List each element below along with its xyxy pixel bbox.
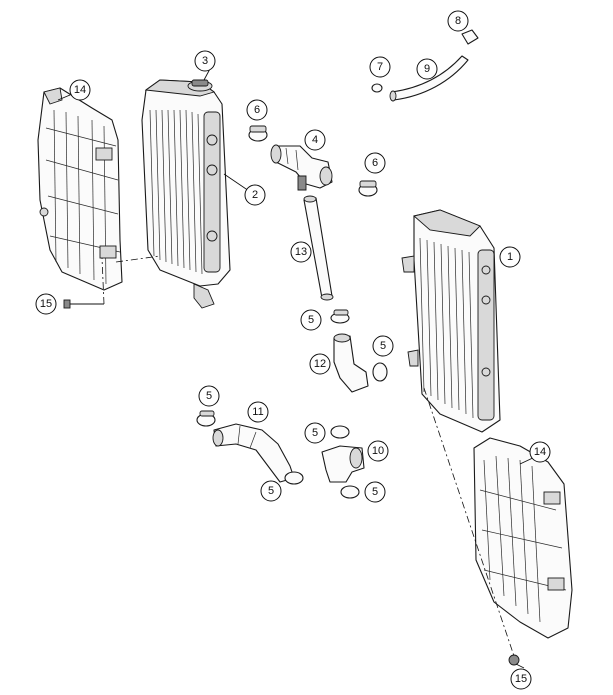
callout-4-label: 4: [312, 134, 318, 146]
coolant-hose-11: [212, 423, 295, 483]
coolant-hose-10: [321, 445, 365, 483]
callout-5f: 5: [364, 481, 386, 503]
callout-5c: 5: [198, 385, 220, 407]
callout-5b: 5: [372, 335, 394, 357]
callout-5f-label: 5: [372, 486, 378, 498]
screw-15-right: [508, 654, 520, 666]
callout-15b: 15: [510, 668, 532, 690]
right-radiator-guard: [473, 437, 573, 639]
callout-6b-label: 6: [372, 157, 378, 169]
callout-14b: 14: [529, 441, 551, 463]
breather-hose: [389, 55, 469, 102]
left-radiator: [141, 79, 231, 309]
callout-15a: 15: [35, 293, 57, 315]
callout-15a-label: 15: [40, 298, 52, 310]
callout-5c-label: 5: [206, 390, 212, 402]
callout-2: 2: [244, 184, 266, 206]
callout-1: 1: [499, 246, 521, 268]
coolant-hose-12: [333, 333, 369, 393]
callout-15b-label: 15: [515, 673, 527, 685]
right-radiator: [401, 209, 501, 433]
callout-13: 13: [290, 241, 312, 263]
thermostat-housing: [270, 144, 333, 191]
callout-2-label: 2: [252, 189, 258, 201]
hose-clamp-6-right: [358, 180, 378, 197]
callout-7-label: 7: [377, 61, 383, 73]
callout-1-label: 1: [507, 251, 513, 263]
hose-clamp-5-lower: [340, 485, 360, 499]
callout-5d: 5: [304, 422, 326, 444]
coolant-pipe: [303, 195, 334, 301]
callout-13-label: 13: [295, 246, 307, 258]
callout-7: 7: [369, 56, 391, 78]
callout-10: 10: [367, 440, 389, 462]
left-radiator-guard: [37, 87, 123, 291]
hose-clamp-5-right: [372, 362, 388, 382]
callout-14b-label: 14: [534, 446, 546, 458]
callout-3: 3: [194, 50, 216, 72]
hose-clamp-6-left: [248, 125, 268, 142]
callout-6a-label: 6: [254, 104, 260, 116]
hose-clamp-5-upper: [330, 309, 350, 324]
callout-12: 12: [309, 353, 331, 375]
screw-15-left: [63, 299, 104, 309]
callout-11-label: 11: [252, 406, 263, 418]
callout-5b-label: 5: [380, 340, 386, 352]
callout-9-label: 9: [424, 63, 430, 75]
callout-6a: 6: [246, 99, 268, 121]
hose-clamp-5-middle: [330, 425, 350, 439]
callout-14a: 14: [69, 79, 91, 101]
callout-11: 11: [247, 401, 269, 423]
callout-5a-label: 5: [308, 314, 314, 326]
callout-9: 9: [416, 58, 438, 80]
hose-clip-7: [371, 83, 383, 93]
callout-5e: 5: [260, 480, 282, 502]
callout-14a-label: 14: [74, 84, 86, 96]
callout-12-label: 12: [314, 358, 326, 370]
hose-clamp-5-lower-left: [284, 471, 304, 485]
callout-6b: 6: [364, 152, 386, 174]
callout-5e-label: 5: [268, 485, 274, 497]
callout-5d-label: 5: [312, 427, 318, 439]
callout-4: 4: [304, 129, 326, 151]
callout-5a: 5: [300, 309, 322, 331]
assembly-lines: [101, 255, 515, 657]
callout-8: 8: [447, 10, 469, 32]
callout-10-label: 10: [372, 445, 384, 457]
radiator-cap: [187, 79, 213, 92]
hose-clamp-5-left: [196, 410, 216, 427]
hose-fitting-8: [461, 29, 479, 45]
callout-3-label: 3: [202, 55, 208, 67]
callout-8-label: 8: [455, 15, 461, 27]
